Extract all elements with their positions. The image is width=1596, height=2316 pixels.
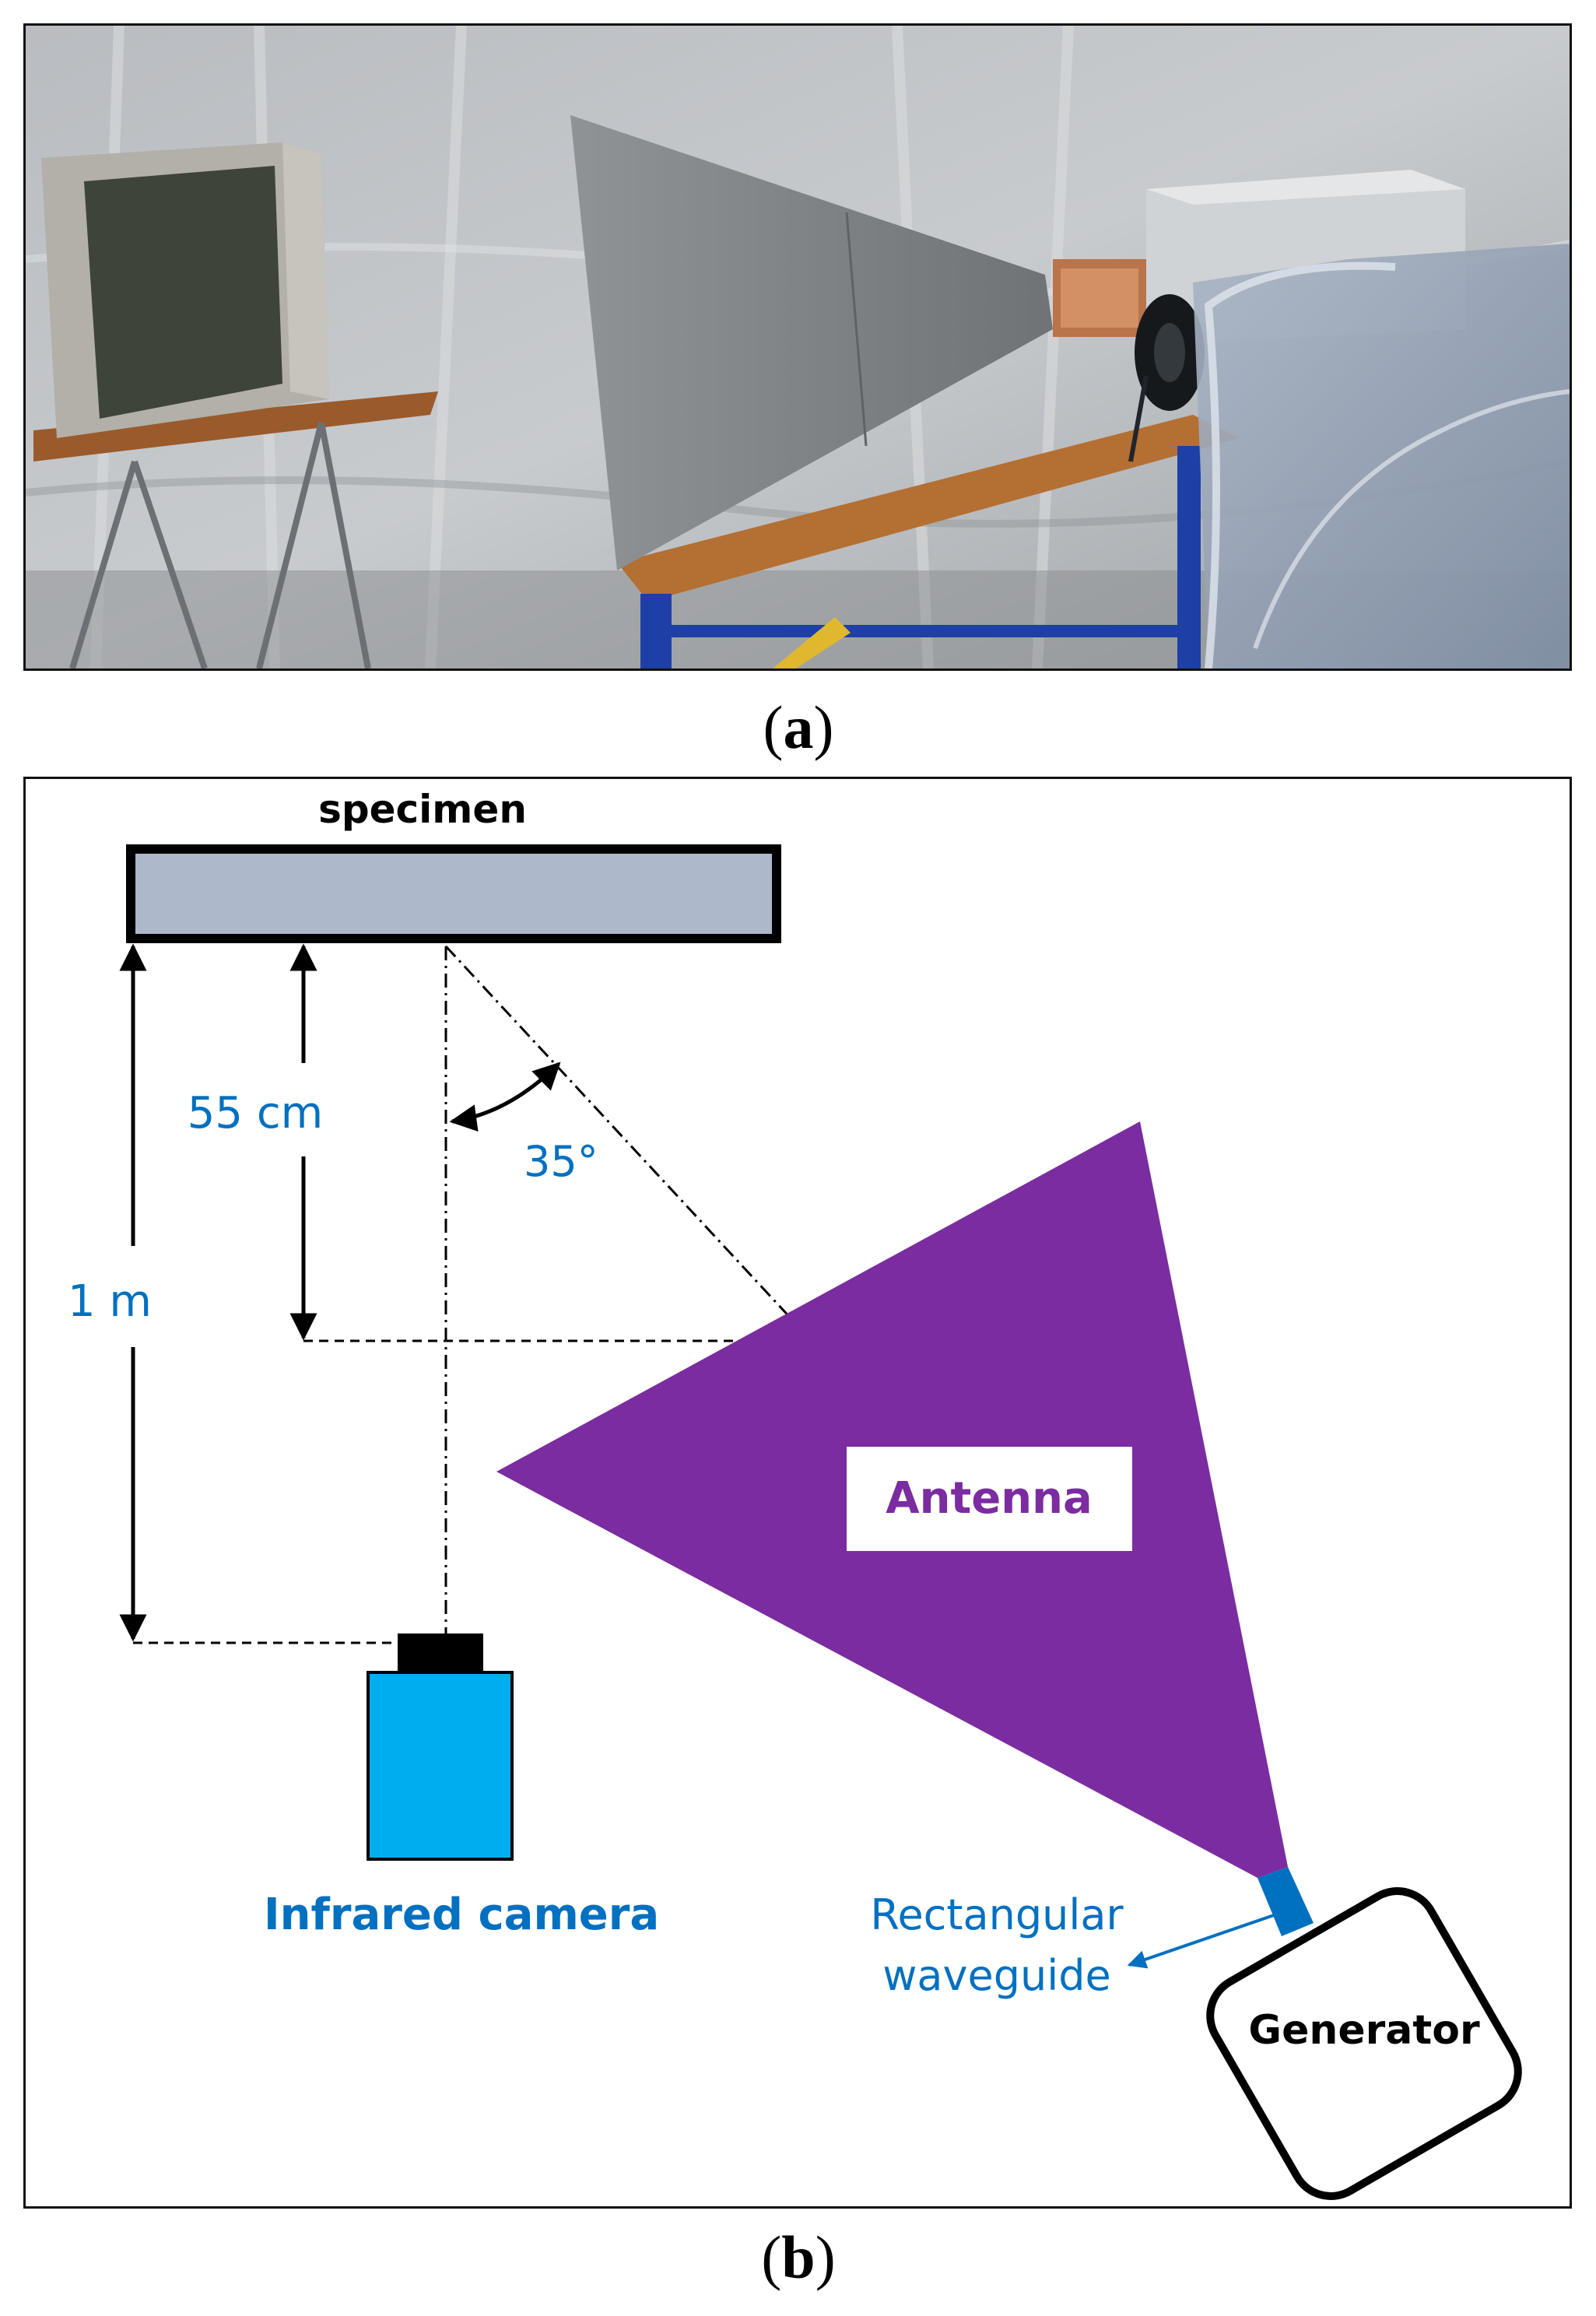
generator-label: Generator [1248,2007,1480,2054]
specimen [126,844,781,943]
distance-near-label: 55 cm [188,1088,323,1139]
setup-photo [23,23,1572,671]
schematic-svg: specimen 35° 55 cm 1 m Antenna Rectangul… [68,787,1522,2200]
setup-photo-illustration [26,26,1570,668]
camera-label: Infrared camera [264,1890,659,1940]
waveguide-label-line2: waveguide [882,1951,1110,2000]
specimen-label: specimen [318,787,527,832]
angle-label: 35° [524,1137,598,1186]
infrared-camera [367,1671,514,1861]
antenna-label-box [847,1447,1132,1551]
camera-lens [398,1633,483,1672]
panel-a-caption: (a) [763,693,834,761]
waveguide-label-line1: Rectangular [870,1890,1124,1939]
rectangular-waveguide [1258,1867,1314,1936]
panel-b-caption: (b) [761,2223,836,2291]
setup-schematic: specimen 35° 55 cm 1 m Antenna Rectangul… [23,777,1572,2209]
distance-far-label: 1 m [68,1276,152,1327]
waveguide-pointer [1127,1914,1275,1969]
generator [1206,1887,1522,2200]
angle-arc [449,1062,561,1132]
antenna-angle-line [444,945,815,1344]
antenna-label: Antenna [886,1473,1092,1524]
